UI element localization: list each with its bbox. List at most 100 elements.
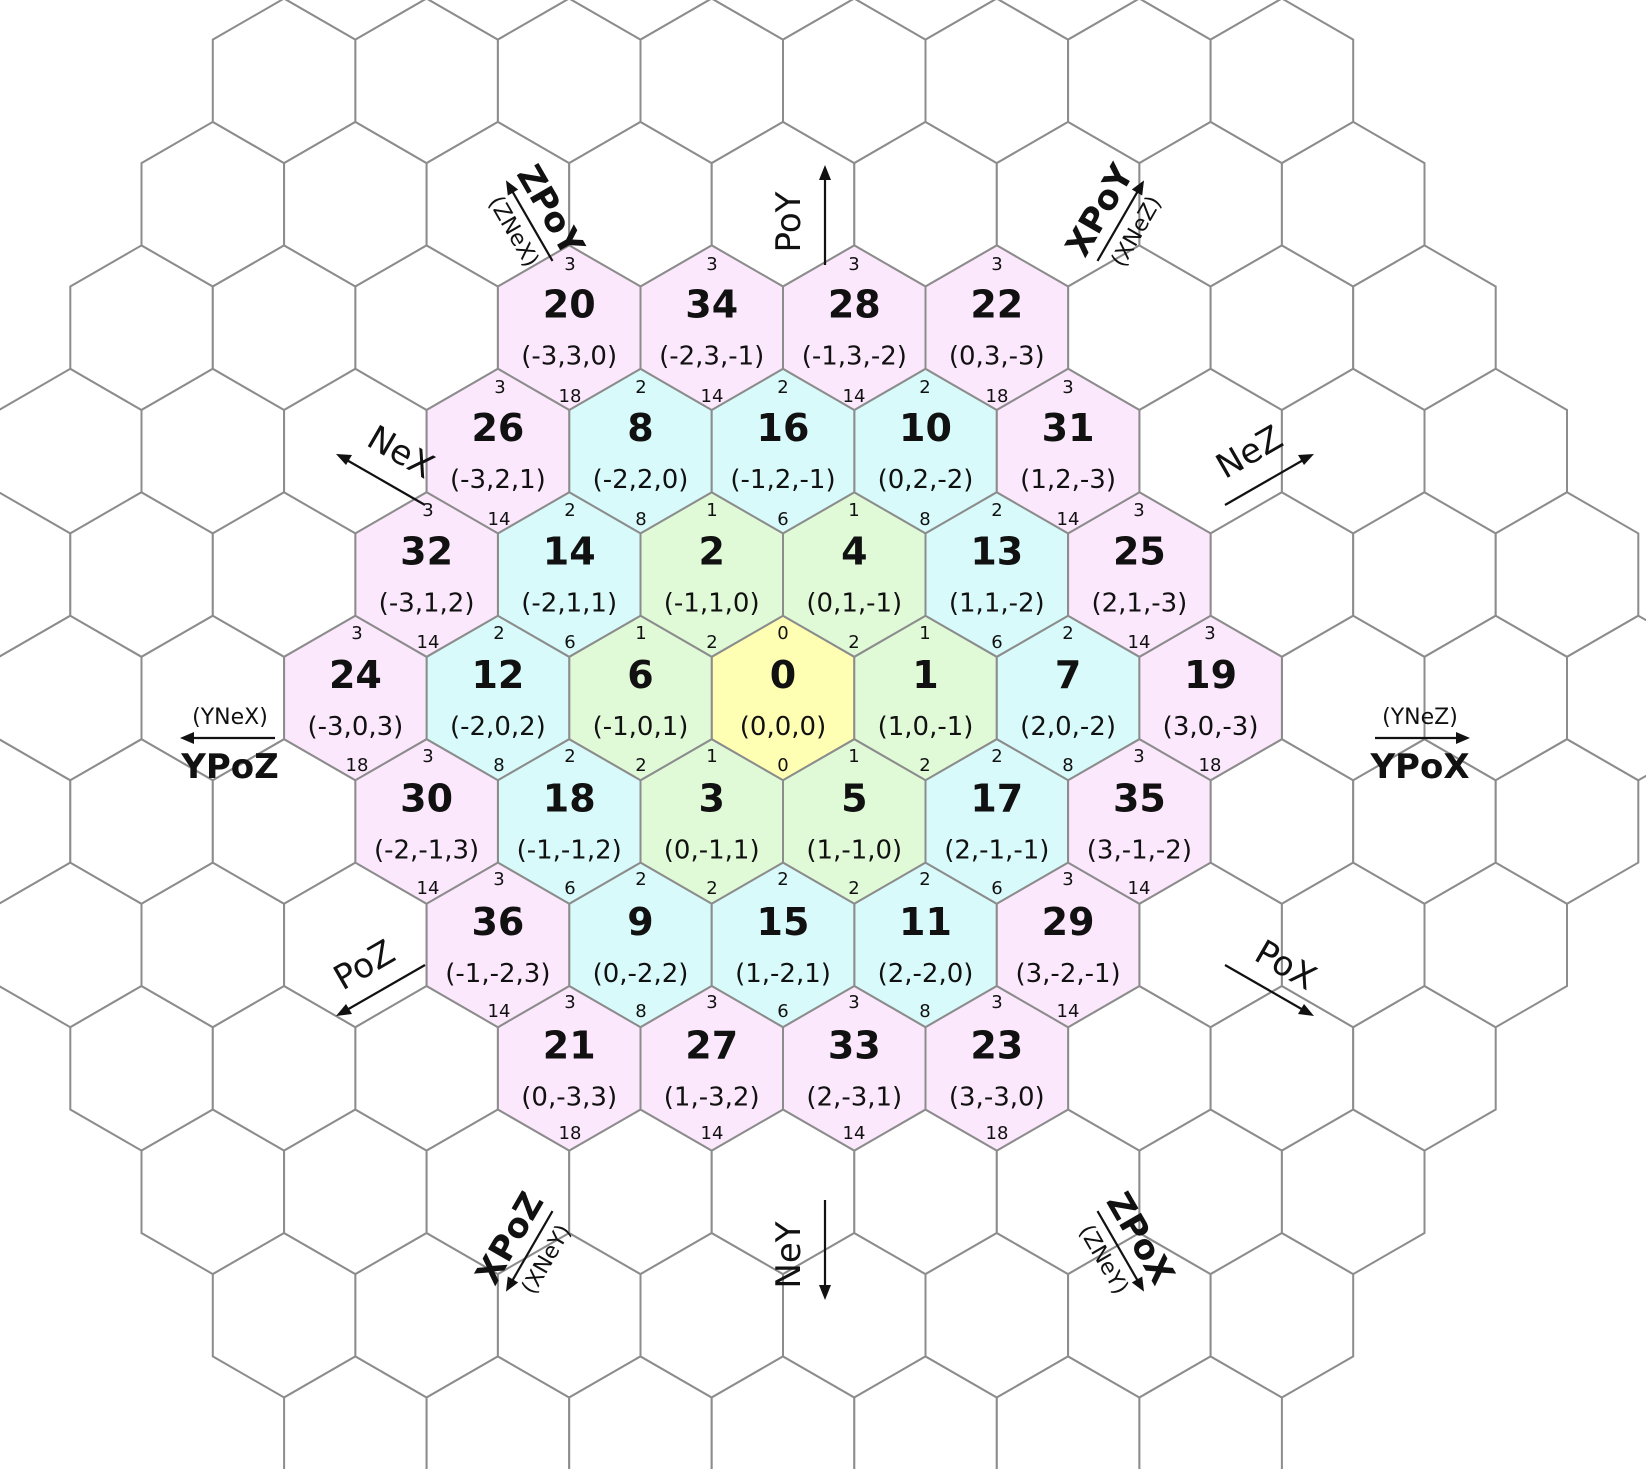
direction-ypox-label: YPoX: [1369, 747, 1469, 787]
vertex-label: 3: [991, 992, 1002, 1013]
hex-cell-number: 31: [1042, 406, 1095, 450]
vertex-label: 18: [346, 755, 369, 776]
vertex-label: 2: [1062, 623, 1073, 644]
vertex-label: 2: [493, 623, 504, 644]
vertex-label: 18: [986, 386, 1009, 407]
vertex-label: 3: [848, 254, 859, 275]
hex-cell-number: 2: [698, 530, 724, 574]
hex-cell-coordinate: (3,0,-3): [1163, 712, 1259, 742]
vertex-label: 14: [843, 386, 866, 407]
vertex-label: 6: [564, 632, 575, 653]
vertex-label: 3: [706, 254, 717, 275]
vertex-label: 18: [559, 386, 582, 407]
vertex-label: 6: [777, 1001, 788, 1022]
direction-poy-label: PoY: [769, 191, 809, 252]
vertex-label: 3: [1062, 377, 1073, 398]
hex-cell-shape: [639, 244, 784, 412]
direction-zpoy-arrowhead: [506, 180, 519, 196]
vertex-label: 8: [635, 509, 646, 530]
direction-ney-arrowhead: [819, 1285, 831, 1300]
hex-cell-33: 33(2,-3,1): [782, 984, 927, 1152]
vertex-label: 6: [564, 878, 575, 899]
hex-cell-5: 5(1,-1,0): [782, 738, 927, 905]
vertex-label: 2: [919, 869, 930, 890]
hex-cell-20: 20(-3,3,0): [496, 244, 642, 412]
direction-ypoz-arrowhead: [180, 732, 194, 744]
hex-cell-8: 8(-2,2,0): [568, 367, 713, 535]
hex-cell-22: 22(0,3,-3): [924, 244, 1070, 412]
vertex-label: 1: [706, 746, 717, 767]
hex-cell-number: 10: [899, 406, 952, 450]
vertex-label: 6: [777, 509, 788, 530]
hex-cell-coordinate: (1,-2,1): [735, 959, 831, 989]
hex-cell-number: 25: [1113, 530, 1166, 574]
hex-cell-number: 34: [685, 283, 738, 327]
hex-cell-coordinate: (-1,0,1): [593, 712, 689, 742]
direction-xpoz-arrowhead: [506, 1276, 519, 1292]
hex-cell-number: 36: [471, 900, 524, 944]
hex-cell-number: 14: [543, 530, 596, 574]
vertex-label: 8: [1062, 755, 1073, 776]
hex-cell-number: 1: [912, 653, 938, 697]
hex-cell-coordinate: (-2,-1,3): [374, 836, 479, 866]
hex-cell-shape: [1067, 738, 1212, 905]
vertex-label: 3: [351, 623, 362, 644]
hex-cell-coordinate: (-1,3,-2): [802, 342, 907, 372]
hex-cell-coordinate: (1,-1,0): [806, 836, 902, 866]
direction-ney: NeY: [769, 1200, 831, 1300]
hex-cell-coordinate: (2,-3,1): [806, 1082, 902, 1112]
empty-hex: [1566, 614, 1646, 782]
vertex-label: 14: [417, 878, 440, 899]
hex-cell-27: 27(1,-3,2): [639, 984, 784, 1152]
hex-cell-9: 9(0,-2,2): [568, 861, 713, 1029]
hex-cell-number: 6: [627, 653, 653, 697]
hex-cell-23: 23(3,-3,0): [924, 984, 1070, 1152]
direction-poy-arrowhead: [819, 165, 831, 180]
hex-cell-number: 11: [899, 900, 952, 944]
vertex-label: 6: [991, 632, 1002, 653]
vertex-label: 14: [701, 1123, 724, 1144]
vertex-label: 8: [919, 509, 930, 530]
hex-cell-coordinate: (3,-3,0): [949, 1082, 1045, 1112]
vertex-label: 3: [1204, 623, 1215, 644]
hex-cell-shape: [425, 861, 571, 1029]
vertex-label: 3: [1133, 746, 1144, 767]
direction-ypox: (YNeZ) YPoX: [1369, 705, 1470, 787]
hex-cell-number: 24: [329, 653, 382, 697]
vertex-label: 8: [919, 1001, 930, 1022]
hex-cell-coordinate: (-3,1,2): [379, 589, 475, 619]
direction-poz-arrowhead: [336, 1004, 352, 1016]
vertex-label: 2: [777, 869, 788, 890]
hex-cell-number: 32: [400, 530, 453, 574]
direction-nex-arrowhead: [336, 454, 352, 465]
hex-cell-24: 24(-3,0,3): [283, 614, 428, 782]
direction-nez-arrowhead: [1298, 454, 1314, 465]
hex-cell-number: 4: [841, 530, 867, 574]
hex-cell-0: 0(0,0,0): [710, 614, 856, 782]
vertex-label: 14: [417, 632, 440, 653]
hex-cell-coordinate: (0,2,-2): [878, 465, 974, 495]
hex-cell-15: 15(1,-2,1): [710, 861, 856, 1029]
direction-ypoz-label: YPoZ: [180, 747, 279, 787]
vertex-label: 1: [919, 623, 930, 644]
vertex-label: 8: [635, 1001, 646, 1022]
hex-cell-coordinate: (-1,-2,3): [445, 959, 550, 989]
hex-cell-26: 26(-3,2,1): [425, 367, 571, 535]
hex-cell-28: 28(-1,3,-2): [782, 244, 927, 412]
hex-cell-number: 20: [543, 283, 596, 327]
hex-cell-31: 31(1,2,-3): [995, 367, 1141, 535]
direction-xpoy-arrow: [1096, 188, 1140, 262]
hex-cell-21: 21(0,-3,3): [496, 984, 642, 1152]
vertex-label: 14: [1128, 878, 1151, 899]
vertex-label: 14: [488, 1001, 511, 1022]
vertex-label: 14: [1057, 1001, 1080, 1022]
hex-cell-25: 25(2,1,-3): [1067, 491, 1212, 658]
hex-cell-coordinate: (-1,-1,2): [517, 836, 622, 866]
hex-cell-shape: [995, 367, 1141, 535]
vertex-label: 0: [777, 623, 788, 644]
hex-cell-number: 0: [770, 653, 796, 697]
vertex-label: 1: [706, 500, 717, 521]
vertex-label: 3: [848, 992, 859, 1013]
vertex-label: 3: [422, 746, 433, 767]
